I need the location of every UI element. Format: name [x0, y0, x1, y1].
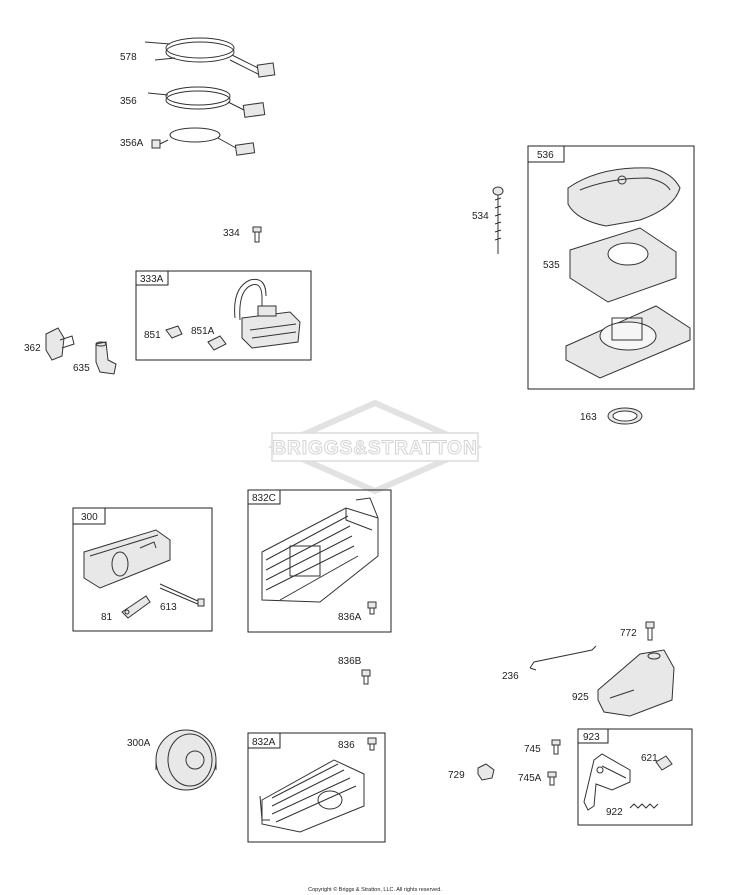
label-851A: 851A — [191, 326, 215, 337]
watermark-text: BRIGGS&STRATTON — [272, 438, 477, 459]
label-745: 745 — [524, 744, 541, 755]
box-832A: 832A — [247, 732, 386, 843]
label-534: 534 — [472, 211, 489, 222]
terminal-851A[interactable] — [207, 335, 227, 351]
label-356A: 356A — [120, 138, 144, 149]
clip-621[interactable] — [655, 755, 673, 771]
label-334: 334 — [223, 228, 240, 239]
box-923: 923 — [577, 728, 693, 826]
copyright-text: Copyright © Briggs & Stratton, LLC. All … — [308, 886, 442, 893]
screw-334[interactable] — [252, 226, 262, 243]
label-613: 613 — [160, 602, 177, 613]
label-729: 729 — [448, 770, 465, 781]
grommet-729[interactable] — [477, 763, 495, 781]
bolt-534[interactable] — [492, 186, 504, 254]
fitting-362[interactable] — [45, 327, 75, 361]
muffler-guard-832A[interactable] — [259, 759, 365, 833]
label-836A: 836A — [338, 612, 362, 623]
label-578: 578 — [120, 52, 137, 63]
clip-851[interactable] — [165, 325, 183, 339]
box-300: 300 — [72, 507, 213, 632]
box-333A: 333A — [135, 270, 312, 361]
governor-bracket-923[interactable] — [583, 753, 631, 811]
label-236: 236 — [502, 671, 519, 682]
seal-163[interactable] — [607, 407, 643, 425]
cover-925[interactable] — [597, 649, 675, 717]
label-81: 81 — [101, 612, 113, 623]
wire-578[interactable] — [144, 37, 276, 78]
label-922: 922 — [606, 807, 623, 818]
air-cleaner-cover-536[interactable] — [567, 167, 681, 227]
box-832C: 832C — [247, 489, 392, 633]
label-836B: 836B — [338, 656, 362, 667]
label-163: 163 — [580, 412, 597, 423]
label-362: 362 — [24, 343, 41, 354]
screw-772[interactable] — [645, 621, 655, 641]
box-label-300: 300 — [81, 512, 98, 523]
label-836: 836 — [338, 740, 355, 751]
wire-356A[interactable] — [151, 127, 256, 156]
label-356: 356 — [120, 96, 137, 107]
ignition-coil-333A[interactable] — [234, 278, 301, 349]
air-filter-535[interactable] — [569, 227, 677, 303]
label-635: 635 — [73, 363, 90, 374]
screw-836B[interactable] — [361, 669, 371, 685]
wire-356[interactable] — [147, 86, 266, 118]
label-535: 535 — [543, 260, 560, 271]
box-label-832C: 832C — [252, 493, 276, 504]
box-label-333A: 333A — [140, 274, 164, 285]
label-621: 621 — [641, 753, 658, 764]
box-label-923: 923 — [583, 732, 600, 743]
briggs-stratton-watermark: BRIGGS&STRATTON — [267, 399, 483, 495]
air-cleaner-base-536[interactable] — [565, 305, 691, 379]
label-745A: 745A — [518, 773, 542, 784]
box-536: 536 — [527, 145, 695, 390]
screw-745A[interactable] — [547, 771, 557, 786]
screw-745[interactable] — [551, 739, 561, 755]
label-925: 925 — [572, 692, 589, 703]
screw-836[interactable] — [367, 737, 377, 751]
elbow-635[interactable] — [95, 341, 117, 375]
label-851: 851 — [144, 330, 161, 341]
box-label-536: 536 — [537, 150, 554, 161]
muffler-300A[interactable] — [155, 729, 217, 791]
link-236[interactable] — [529, 645, 597, 671]
stud-613[interactable] — [159, 583, 205, 607]
label-772: 772 — [620, 628, 637, 639]
spring-922[interactable] — [629, 803, 659, 809]
box-label-832A: 832A — [252, 737, 276, 748]
label-300A: 300A — [127, 738, 151, 749]
muffler-guard-832C[interactable] — [261, 497, 379, 603]
screw-836A[interactable] — [367, 601, 377, 615]
bracket-81[interactable] — [121, 595, 151, 619]
muffler-300[interactable] — [83, 529, 171, 589]
